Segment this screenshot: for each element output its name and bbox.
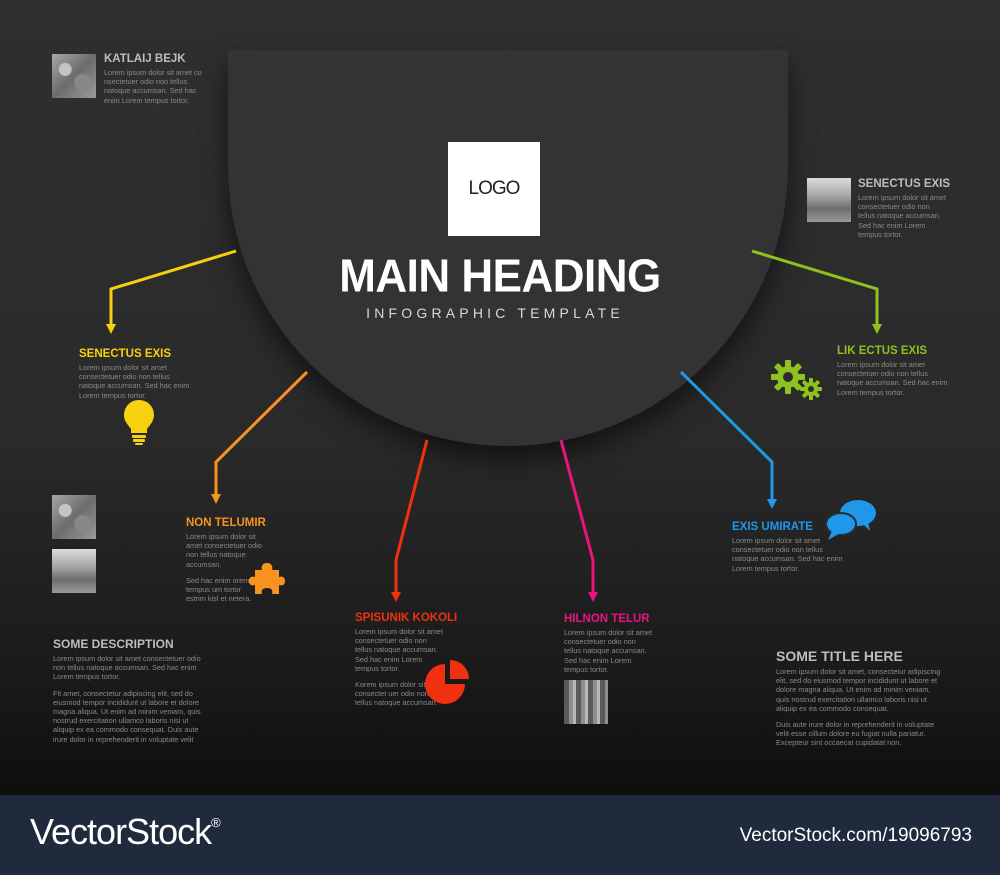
block-some-description: SOME DESCRIPTION Lorem ipsum dolor sit a… xyxy=(53,637,201,751)
block-title: SENECTUS EXIS xyxy=(79,348,172,360)
block-spisunik: SPISUNIK KOKOLI Lorem ipsum dolor sit am… xyxy=(355,612,458,715)
registered-mark: ® xyxy=(211,815,221,830)
block-body: Lorem ipsum dolor sit amet consectetuer … xyxy=(79,363,197,400)
arrowhead-yellow xyxy=(106,324,116,334)
arrowhead-green xyxy=(872,324,882,334)
block-body: Lorem ipsum dolor sit amet consectetuer … xyxy=(732,536,850,573)
arrowhead-orange xyxy=(211,494,221,504)
puzzle-icon xyxy=(249,563,285,594)
connector-blue xyxy=(679,370,774,505)
block-senectus-left: SENECTUS EXIS Lorem ipsum dolor sit amet… xyxy=(79,348,197,407)
thumbnail-image xyxy=(52,549,96,593)
pie-chart-icon xyxy=(425,660,469,704)
block-katlaij: KATLAIJ BEJK Lorem ipsum dolor sit amet … xyxy=(104,53,212,112)
block-body: Lorem ipsum dolor sit amet consectetuer … xyxy=(355,627,445,708)
block-hilnon: HILNON TELUR Lorem ipsum dolor sit amet … xyxy=(564,613,654,681)
body-paragraph: Lorem ipsum dolor sit amet consectetuer … xyxy=(53,654,201,682)
block-title: SOME DESCRIPTION xyxy=(53,637,174,651)
body-paragraph: Lorem ipsum dolor sit amet consectetuer … xyxy=(564,628,653,674)
thumbnail-image xyxy=(564,680,608,724)
logo-text: LOGO xyxy=(468,178,521,199)
body-paragraph: Lorem ipsum dolor sit amet consectetuer … xyxy=(79,363,190,400)
block-exis-umirate: EXIS UMIRATE Lorem ipsum dolor sit amet … xyxy=(732,521,850,580)
block-title: LIK ECTUS EXIS xyxy=(837,345,928,357)
watermark-footer: VectorStock® VectorStock.com/19096793 xyxy=(0,795,1000,875)
block-title: EXIS UMIRATE xyxy=(732,521,813,533)
block-title: SPISUNIK KOKOLI xyxy=(355,612,458,624)
gears-icon xyxy=(771,360,822,400)
connector-orange xyxy=(214,370,309,500)
thumbnail-image xyxy=(52,54,96,98)
block-body: Lorem ipsum dolor sit amet consectetuer … xyxy=(858,193,948,239)
body-paragraph: Korem ipsum dolor sit amet consectet uer… xyxy=(355,680,444,708)
block-title: HILNON TELUR xyxy=(564,613,650,625)
body-paragraph: Lorem ipsum dolor sit amet consectetuer … xyxy=(732,536,843,573)
block-body: Lorem ipsum dolor sit amet consectetuer … xyxy=(837,360,955,397)
connector-lines xyxy=(106,249,882,602)
thumbnail-image xyxy=(52,495,96,539)
main-heading: MAIN HEADING xyxy=(339,250,661,303)
lightbulb-icon xyxy=(124,400,154,445)
block-body: Lorem ipsum dolor sit amet consectetuer … xyxy=(564,628,654,674)
block-body: Lorem ipsum dolor sit amet consectetuer … xyxy=(186,532,262,603)
block-some-title: SOME TITLE HERE Lorem ipsum dolor sit am… xyxy=(776,648,944,755)
subheading: INFOGRAPHIC TEMPLATE xyxy=(366,305,624,321)
connector-red xyxy=(394,439,429,598)
body-paragraph: Lorem ipsum dolor sit amet consectetuer … xyxy=(186,532,262,569)
brand-text: VectorStock xyxy=(30,811,212,852)
block-body: Lorem ipsum dolor sit amet co nsectetuer… xyxy=(104,68,212,105)
watermark-url: VectorStock.com/19096793 xyxy=(739,825,972,846)
connector-green xyxy=(751,249,879,330)
block-senectus-right: SENECTUS EXIS Lorem ipsum dolor sit amet… xyxy=(858,178,951,246)
body-paragraph: Lorem ipsum dolor sit amet, consectetur … xyxy=(776,667,941,713)
body-paragraph: Lorem ipsum dolor sit amet consectetuer … xyxy=(837,360,948,397)
watermark-brand: VectorStock® xyxy=(30,811,221,853)
arrowhead-red xyxy=(391,592,401,602)
block-lik-ectus: LIK ECTUS EXIS Lorem ipsum dolor sit ame… xyxy=(837,345,955,404)
block-title: KATLAIJ BEJK xyxy=(104,53,186,65)
connector-pink xyxy=(559,439,595,598)
body-paragraph: Lorem ipsum dolor sit amet consectetuer … xyxy=(355,627,444,673)
block-non-telumir: NON TELUMIR Lorem ipsum dolor sit amet c… xyxy=(186,517,266,610)
block-body: Lorem ipsum dolor sit amet, consectetur … xyxy=(776,667,944,748)
block-title: SENECTUS EXIS xyxy=(858,178,951,190)
chat-bubbles-icon xyxy=(825,500,876,540)
body-paragraph: Lorem ipsum dolor sit amet co nsectetuer… xyxy=(104,68,202,105)
block-title: NON TELUMIR xyxy=(186,517,266,529)
block-body: Lorem ipsum dolor sit amet consectetuer … xyxy=(53,654,201,744)
body-paragraph: Fit amet, consectetur adipiscing elit, s… xyxy=(53,688,201,744)
arrowhead-blue xyxy=(767,499,777,509)
logo-box: LOGO xyxy=(448,142,540,236)
body-paragraph: Sed hac enim orem tempus um tortor estri… xyxy=(186,575,252,604)
body-paragraph: Duis aute irure dolor in reprehenderit i… xyxy=(776,720,935,748)
block-title: SOME TITLE HERE xyxy=(776,648,903,664)
thumbnail-image xyxy=(807,178,851,222)
arrowhead-pink xyxy=(588,592,598,602)
connector-yellow xyxy=(109,249,237,330)
body-paragraph: Lorem ipsum dolor sit amet consectetuer … xyxy=(858,193,947,239)
